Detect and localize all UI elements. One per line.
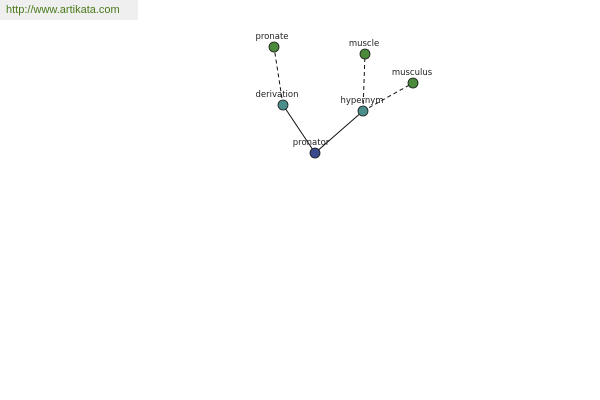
node-label-hypernym: hypernym [340,96,383,106]
edges-layer [273,46,414,154]
node-circle-muscle[interactable] [359,48,371,60]
nodes-layer: pronator derivation hypernym pronate muscle m… [255,32,433,159]
source-url-watermark[interactable]: http://www.artikata.com [0,0,138,20]
node-hypernym[interactable]: hypernym [340,96,384,117]
node-label-muscle: muscle [349,39,379,49]
node-label-musculus: musculus [392,68,433,78]
edge-hypernym-muscle [362,53,366,112]
node-musculus[interactable]: musculus [392,68,433,89]
node-pronator[interactable]: pronator [293,138,330,159]
edge-hypernym-musculus [362,82,414,112]
node-circle-derivation[interactable] [277,99,289,111]
node-circle-musculus[interactable] [407,77,419,89]
node-circle-pronate[interactable] [268,41,280,53]
node-derivation[interactable]: derivation [255,90,299,111]
node-circle-pronator[interactable] [309,147,321,159]
node-label-derivation: derivation [255,90,298,100]
node-pronate[interactable]: pronate [255,32,289,53]
edge-pronator-hypernym [314,110,364,154]
node-circle-hypernym[interactable] [357,105,369,117]
node-muscle[interactable]: muscle [349,39,379,60]
edge-pronator-derivation [282,104,316,154]
edge-derivation-pronate [273,46,284,106]
node-label-pronate: pronate [255,32,288,42]
node-label-pronator: pronator [293,138,330,148]
